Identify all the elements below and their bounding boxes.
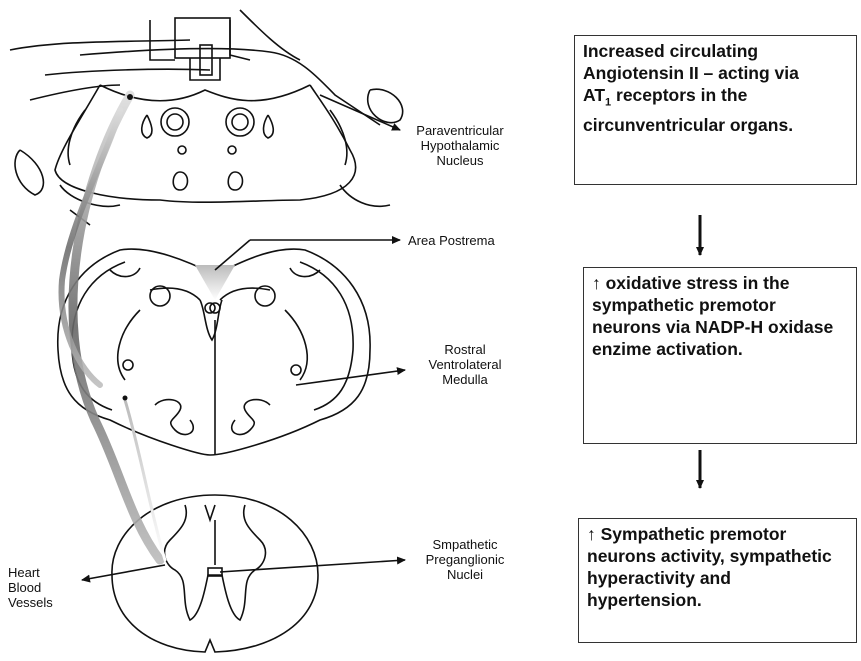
hypothalamus-section	[10, 10, 403, 225]
box1-line1: Increased circulating	[583, 40, 848, 62]
label-paraventricular-nucleus: Paraventricular Hypothalamic Nucleus	[405, 123, 515, 168]
box2-text: ↑ oxidative stress in the sympathetic pr…	[592, 272, 848, 360]
box-angiotensin: Increased circulating Angiotensin II – a…	[574, 35, 857, 185]
box1-line4: circunventricular organs.	[583, 114, 848, 136]
box3-text: ↑ Sympathetic premotor neurons activity,…	[587, 523, 848, 611]
pathway-bands	[62, 94, 235, 560]
label-area-postrema: Area Postrema	[408, 233, 518, 248]
box1-line3: AT1 receptors in the	[583, 84, 848, 114]
box1-line3-pre: AT	[583, 85, 605, 105]
box1-line2: Angiotensin II – acting via	[583, 62, 848, 84]
spinal-cord-section	[112, 495, 318, 652]
box-oxidative-stress: ↑ oxidative stress in the sympathetic pr…	[583, 267, 857, 444]
box-sympathetic-activity: ↑ Sympathetic premotor neurons activity,…	[578, 518, 857, 643]
label-heart-blood-vessels: Heart Blood Vessels	[8, 565, 72, 610]
label-sympathetic-preganglionic-nuclei: Smpathetic Preganglionic Nuclei	[410, 537, 520, 582]
box1-line3-post: receptors in the	[611, 85, 747, 105]
label-rostral-ventrolateral-medulla: Rostral Ventrolateral Medulla	[410, 342, 520, 387]
